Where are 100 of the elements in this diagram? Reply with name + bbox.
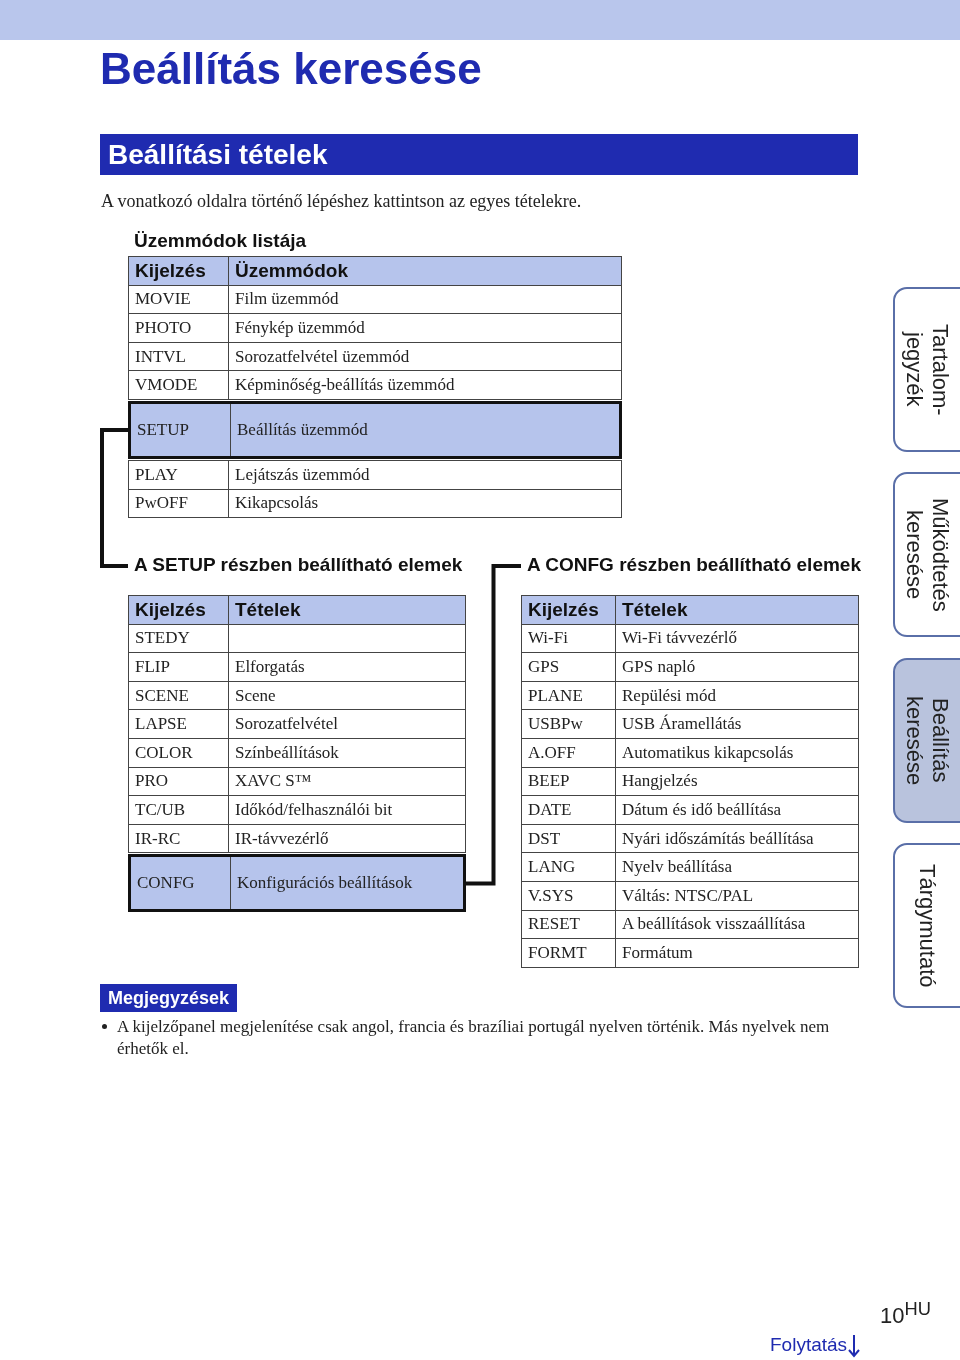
table-row: [128, 738, 466, 768]
table-cell: A.OFF: [522, 739, 616, 767]
table-cell: COLOR: [129, 739, 229, 767]
table-row: [521, 823, 859, 854]
table-cell: LANG: [522, 853, 616, 881]
table-header-row: [128, 595, 466, 625]
table-cell-text: Wi-Fi távvezérlő: [621, 627, 738, 650]
table-row: [521, 680, 859, 711]
table-row: [128, 709, 466, 739]
table-cell-text: Repülési mód: [621, 684, 717, 707]
table-heading: Üzemmódok listája: [134, 229, 307, 253]
table-row: [128, 460, 622, 490]
column-header: Kijelzés: [522, 596, 616, 624]
table-cell-text: Lejátszás üzemmód: [234, 463, 371, 486]
table-cell: SETUP: [131, 404, 231, 456]
table-cell-text: Nyári időszámítás beállítása: [621, 827, 815, 850]
table-row: [521, 852, 859, 882]
highlighted-row: [128, 401, 622, 459]
tab-label: Tárgymutató: [914, 863, 941, 988]
table-row: [128, 795, 466, 825]
table-row: [521, 652, 859, 682]
table-row: [521, 738, 859, 768]
table-cell-text: Képminőség-beállítás üzemmód: [234, 374, 456, 397]
side-tab: [893, 843, 960, 1008]
table-row: [521, 881, 859, 911]
page-number: 10$^{HU}$: [880, 1298, 931, 1330]
table-cell-text: Hangjelzés: [621, 770, 699, 793]
table-cell: DATE: [522, 796, 616, 824]
table-cell-text: Színbeállítások: [234, 741, 340, 764]
table-heading: A SETUP részben beállítható elemek: [134, 553, 463, 577]
connector-line: [100, 428, 128, 568]
table-cell: VMODE: [129, 371, 229, 399]
table-row: [128, 766, 466, 797]
table-cell-text: Konfigurációs beállítások: [236, 872, 414, 895]
table-heading: A CONFG részben beállítható elemek: [527, 553, 861, 577]
column-header: Kijelzés: [129, 257, 229, 285]
table-row: [128, 313, 622, 343]
table-row: [128, 370, 622, 400]
table-cell-text: IR-távvezérlő: [234, 827, 330, 850]
table-row: [128, 341, 622, 372]
table-cell: FLIP: [129, 653, 229, 681]
intro-text: A vonatkozó oldalra történő lépéshez kattintson az egyes tételekre.: [101, 191, 582, 212]
table-cell: FORMT: [522, 939, 616, 967]
table-cell: GPS: [522, 653, 616, 681]
tab-label: Beállítás keresése: [901, 694, 954, 788]
table-row: [521, 623, 859, 654]
table-row: [128, 680, 466, 711]
table-cell-text: Scene: [234, 684, 277, 707]
table-cell: LAPSE: [129, 710, 229, 738]
table-cell-text: Dátum és idő beállítása: [621, 799, 783, 821]
table-row: [128, 823, 466, 854]
continue-link: Folytatás: [770, 1334, 848, 1356]
table-row: [128, 623, 466, 654]
table-cell-text: Formátum: [621, 942, 694, 964]
table-cell-text: Elforgatás: [234, 656, 306, 678]
table-row: [521, 795, 859, 825]
table-row: [521, 909, 859, 940]
table-cell-text: Sorozatfelvétel: [234, 713, 339, 736]
table-cell-text: Film üzemmód: [234, 288, 340, 311]
table-cell-text: Kikapcsolás: [234, 492, 320, 515]
tab-label: Tartalom-jegyzék: [901, 322, 954, 418]
table-cell-text: Automatikus kikapcsolás: [621, 741, 795, 764]
table-header-row: [128, 256, 622, 286]
table-cell-text: Beállítás üzemmód: [236, 419, 369, 441]
table-row: [521, 938, 859, 968]
table-row: [128, 652, 466, 682]
side-tab: [893, 287, 960, 452]
table-cell: PHOTO: [129, 314, 229, 342]
table-cell-text: GPS napló: [621, 656, 697, 678]
table-row: [128, 284, 622, 315]
table-row: [521, 766, 859, 797]
column-header: Tételek: [234, 597, 302, 622]
table-cell-text: USB Áramellátás: [621, 713, 743, 736]
table-cell: TC/UB: [129, 796, 229, 824]
column-header: Kijelzés: [129, 596, 229, 624]
table-cell-text: Időkód/felhasználói bit: [234, 799, 394, 821]
column-header: Tételek: [621, 597, 689, 622]
page-title: Beállítás keresése: [100, 44, 482, 94]
table-cell: IR-RC: [129, 824, 229, 853]
highlighted-row: [128, 854, 466, 913]
notes-heading: Megjegyzések: [100, 984, 238, 1012]
table-cell-text: A beállítások visszaállítása: [621, 913, 807, 936]
table-cell: V.SYS: [522, 882, 616, 910]
note-text: A kijelzőpanel megjelenítése csak angol, francia és brazíliai portugál nyelven történik. Más nyelvek nem érhetők el.: [117, 1016, 831, 1060]
column-header: Üzemmódok: [234, 258, 349, 283]
table-row: [521, 709, 859, 739]
side-tab: [893, 658, 960, 823]
table-cell-text: Váltás: NTSC/PAL: [621, 884, 755, 907]
connector-line: [466, 564, 521, 886]
table-cell: PLAY: [129, 461, 229, 489]
table-cell: PwOFF: [129, 489, 229, 518]
table-cell-text: Nyelv beállítása: [621, 856, 733, 879]
side-tab: [893, 472, 960, 637]
table-row: [128, 488, 622, 519]
table-cell-text: XAVC S™: [234, 770, 313, 793]
table-cell-text: Sorozatfelvétel üzemmód: [234, 345, 411, 368]
section-heading: Beállítási tételek: [100, 134, 858, 175]
table-cell-text: Fénykép üzemmód: [234, 317, 366, 339]
table-header-row: [521, 595, 859, 625]
tab-label: Működtetés keresése: [901, 496, 954, 614]
